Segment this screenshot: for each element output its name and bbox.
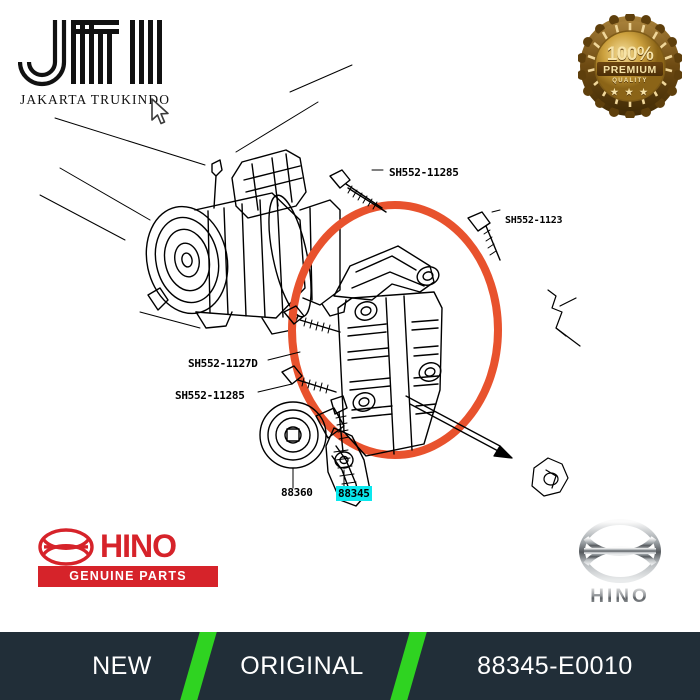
- footer-authenticity: ORIGINAL: [240, 652, 364, 680]
- hino-wordmark-chrome: HINO: [560, 586, 680, 608]
- jti-wordmark: JAKARTA TRUKINDO: [20, 92, 171, 107]
- badge-premium-band: [597, 62, 663, 76]
- genuine-parts-banner: GENUINE PARTS: [38, 566, 218, 587]
- badge-premium-text: PREMIUM: [603, 64, 657, 76]
- footer-condition: NEW: [92, 652, 152, 680]
- part-label-bracket-highlighted: 88345: [336, 486, 372, 501]
- part-label-pulley: 88360: [281, 486, 313, 499]
- footer-divider-2: [390, 632, 427, 700]
- genuine-parts-text: GENUINE PARTS: [69, 569, 187, 583]
- hino-chrome-emblem: HINO: [560, 518, 680, 613]
- badge-quality-text: QUALITY: [612, 78, 648, 84]
- premium-quality-badge: 100% PREMIUM QUALITY ★ ★ ★: [577, 12, 683, 120]
- footer-bar: NEW ORIGINAL 88345-E0010: [0, 632, 700, 700]
- badge-stars: ★ ★ ★: [610, 87, 650, 97]
- part-label-left-bolt-1: SH552-1127D: [188, 357, 258, 370]
- hino-wordmark-red: HINO: [100, 528, 177, 564]
- hino-emblem-red-icon: [38, 528, 94, 566]
- badge-percent-text: 100%: [606, 44, 654, 65]
- part-label-top-bolt: SH552-11285: [389, 166, 459, 179]
- hino-genuine-parts-logo: HINO GENUINE PARTS: [38, 524, 218, 590]
- part-label-right-bolt: SH552-1123: [505, 215, 563, 226]
- parts-diagram: [39, 64, 581, 507]
- footer-part-number: 88345-E0010: [477, 652, 633, 680]
- hino-emblem-chrome-icon: [579, 519, 661, 583]
- mouse-pointer-icon: [151, 98, 169, 125]
- footer-divider-1: [180, 632, 217, 700]
- part-label-left-bolt-2: SH552-11285: [175, 389, 245, 402]
- jti-logo: JAKARTA TRUKINDO: [18, 18, 188, 113]
- jti-monogram-icon: [18, 20, 162, 87]
